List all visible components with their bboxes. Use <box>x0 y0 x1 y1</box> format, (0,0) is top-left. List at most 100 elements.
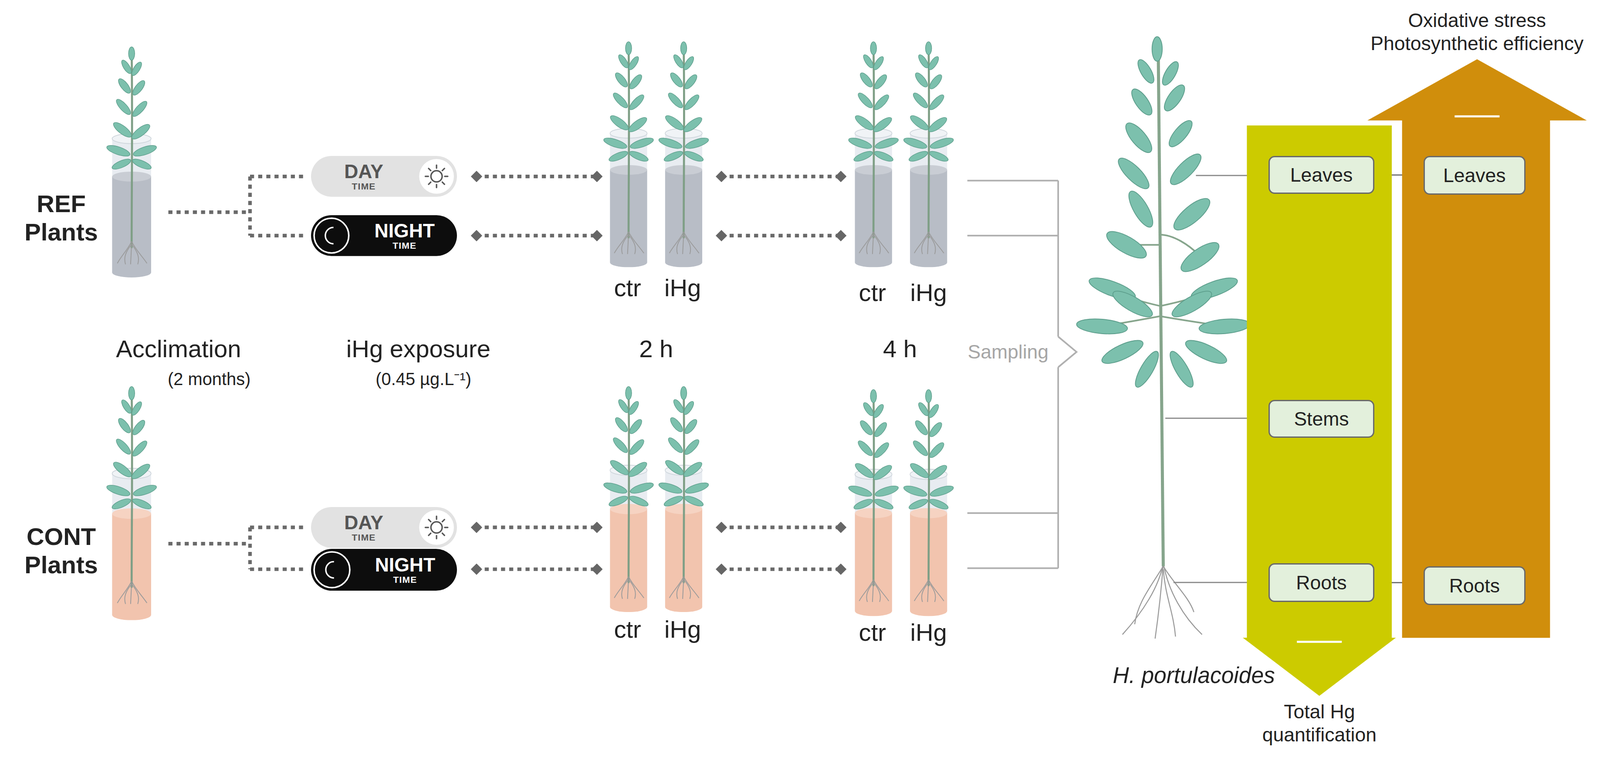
label-slot: ctr <box>842 278 904 308</box>
sun-ray <box>428 182 431 185</box>
text-label: 4 h <box>859 334 941 364</box>
step-label: Sampling <box>962 341 1055 364</box>
pill-shape <box>311 155 457 197</box>
pill-word: DAY <box>344 162 384 182</box>
text-label: iHg <box>897 278 960 308</box>
night-time-pill: NIGHTTIME <box>311 215 457 257</box>
label-slot: iHg exposure <box>321 334 516 364</box>
label-slot: 2 h <box>615 334 697 364</box>
sun-ray <box>444 526 448 528</box>
label-slot: iHg <box>897 618 960 647</box>
label-slot: 4 h <box>859 334 941 364</box>
sun-ray <box>428 519 431 522</box>
pill-text: DAYTIME <box>311 507 417 548</box>
label-slot: ctr <box>596 615 659 644</box>
label-slot: ctr <box>596 273 659 302</box>
pill-shape <box>311 507 457 548</box>
moon-icon <box>325 227 334 244</box>
tissue-box: Stems <box>1268 399 1375 438</box>
down-arrow <box>1242 125 1396 696</box>
sun-ray <box>436 165 438 169</box>
sun-ray <box>428 168 431 171</box>
sun-icon <box>431 170 443 183</box>
label-slot: (0.45 µg.L⁻¹) <box>346 369 500 390</box>
text-label: iHg <box>897 618 960 647</box>
tissue-name: Leaves <box>1290 163 1354 187</box>
node-outline <box>311 507 457 548</box>
pill-subword: TIME <box>392 240 417 251</box>
arrow-notch <box>1454 115 1500 118</box>
sun-ray <box>442 168 445 171</box>
analysis-arrow: Oxidative stress Photosynthetic efficien… <box>1367 59 1587 638</box>
method-text: Total Hg quantification <box>1242 700 1396 747</box>
pill-word: NIGHT <box>375 555 436 576</box>
tissue-box: Leaves <box>1268 155 1375 194</box>
icon-disc <box>314 218 349 254</box>
pill-subword: TIME <box>351 181 376 191</box>
text-label: iHg <box>652 615 714 644</box>
tissue-box: Leaves <box>1423 155 1526 195</box>
tissue-name: Roots <box>1449 574 1500 598</box>
arrow-caption: Oxidative stress Photosynthetic efficien… <box>1361 8 1593 56</box>
arrow-caption: Total Hg quantification <box>1242 700 1396 747</box>
label-slot: Acclimation <box>86 334 271 364</box>
label-slot: H. portulacoides <box>1091 662 1296 689</box>
up-arrow <box>1367 59 1587 638</box>
sun-ray <box>428 533 431 536</box>
sun-ray <box>436 516 438 520</box>
pill-shape <box>311 548 457 591</box>
pill-word: NIGHT <box>374 221 435 241</box>
sun-ray <box>425 526 429 528</box>
label-slot: REF Plants <box>10 190 112 247</box>
pill-subword: TIME <box>392 575 417 585</box>
method-text: Oxidative stress Photosynthetic efficien… <box>1361 8 1593 56</box>
text-label: CONT Plants <box>10 522 112 579</box>
icon-disc <box>419 510 455 545</box>
sun-ray <box>442 519 445 522</box>
text-label: ctr <box>842 618 904 647</box>
tissue-name: Stems <box>1293 407 1349 431</box>
label-slot: Sampling <box>962 341 1055 364</box>
sun-ray <box>436 535 438 539</box>
text-label: ctr <box>842 278 904 308</box>
text-label: REF Plants <box>10 190 112 247</box>
label-slot: iHg <box>652 273 714 302</box>
night-time-pill: NIGHTTIME <box>311 548 457 591</box>
tissue-box: Roots <box>1423 566 1526 606</box>
pill-subword: TIME <box>351 532 376 542</box>
text-label: (0.45 µg.L⁻¹) <box>346 369 500 390</box>
tissue-name: Roots <box>1295 571 1347 595</box>
label-slot: CONT Plants <box>10 522 112 579</box>
pill-text: NIGHTTIME <box>352 548 457 591</box>
quantification-arrow: Total Hg quantificationLeavesStemsRoots <box>1242 125 1396 696</box>
node-outline <box>1367 59 1587 638</box>
text-label: H. portulacoides <box>1091 662 1296 689</box>
text-label: 2 h <box>615 334 697 364</box>
sun-ray <box>444 175 448 178</box>
sun-ray <box>425 175 429 178</box>
text-label: ctr <box>596 273 659 302</box>
tissue-name: Leaves <box>1443 163 1506 187</box>
day-time-pill: DAYTIME <box>311 507 457 548</box>
day-time-pill: DAYTIME <box>311 155 457 197</box>
pill-shape <box>311 215 457 257</box>
arrow-notch <box>1296 640 1342 643</box>
sun-icon <box>431 521 443 534</box>
label-slot: iHg <box>652 615 714 644</box>
moon-icon <box>325 561 335 579</box>
icon-disc <box>419 158 455 194</box>
text-label: iHg exposure <box>321 334 516 364</box>
text-label: (2 months) <box>148 369 271 390</box>
sun-ray <box>442 182 445 185</box>
pill-word: DAY <box>344 513 384 533</box>
pill-text: DAYTIME <box>311 155 417 197</box>
tissue-box: Roots <box>1268 563 1375 603</box>
label-slot: iHg <box>897 278 960 308</box>
sun-ray <box>442 533 445 536</box>
sun-ray <box>436 184 438 188</box>
text-label: ctr <box>596 615 659 644</box>
icon-disc <box>314 551 350 588</box>
text-label: iHg <box>652 273 714 302</box>
label-slot: (2 months) <box>148 369 271 390</box>
